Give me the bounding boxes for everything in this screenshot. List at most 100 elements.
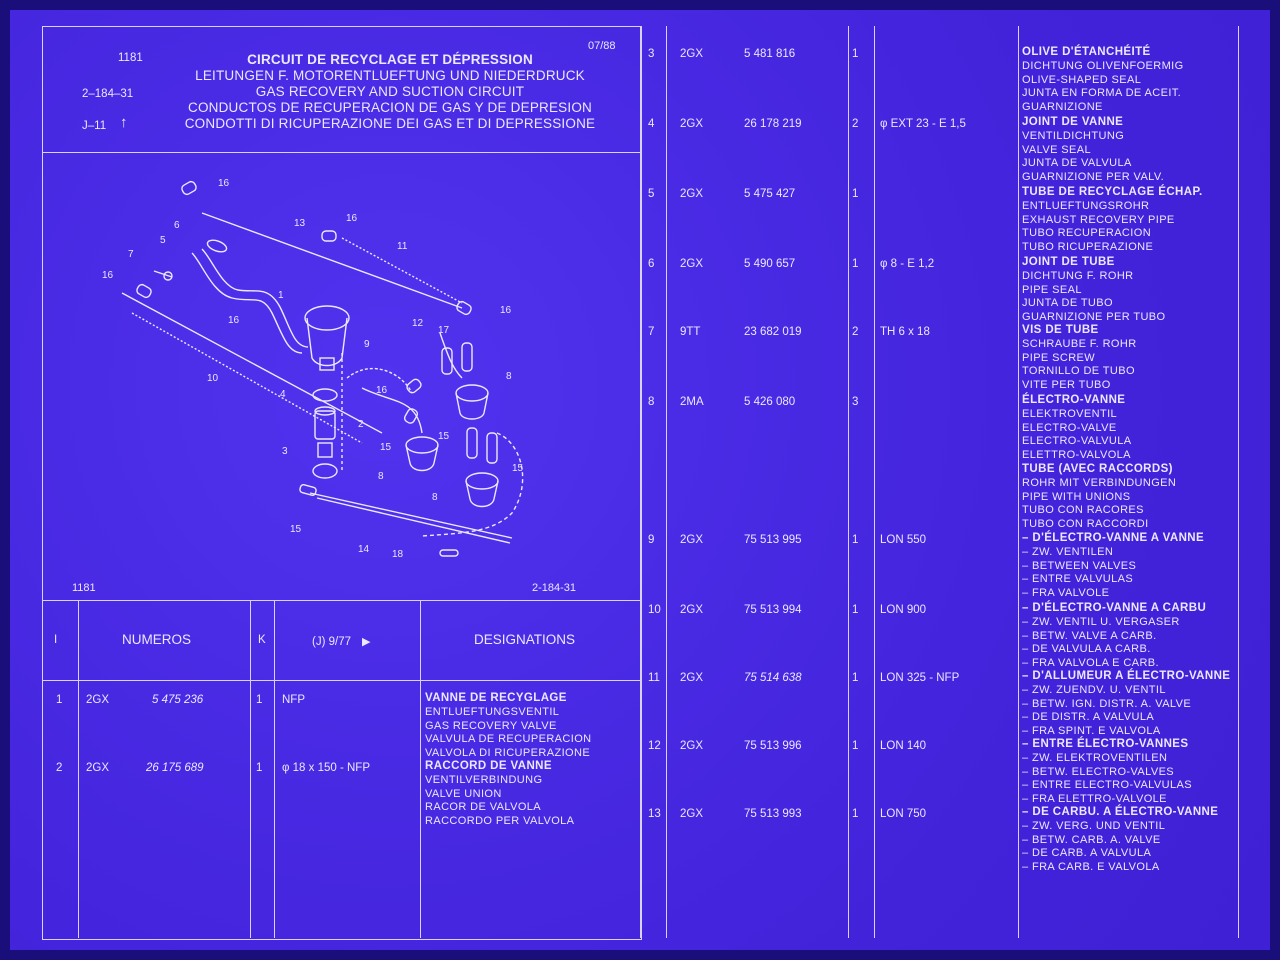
row-number: 75 513 993 bbox=[744, 808, 802, 820]
row-spec: NFP bbox=[282, 694, 305, 706]
parts-sheet: 1181 2–184–31 J–11 ↑ 07/88 CIRCUIT DE RE… bbox=[10, 10, 1270, 950]
row-spec: φ 8 - E 1,2 bbox=[880, 258, 935, 270]
row-index: 13 bbox=[648, 808, 661, 820]
row-k: 1 bbox=[852, 672, 859, 684]
row-k: 1 bbox=[256, 694, 263, 706]
figure-code: 1181 bbox=[72, 582, 96, 594]
svg-text:16: 16 bbox=[228, 315, 240, 326]
title-es: CONDUCTOS DE RECUPERACION DE GAS Y DE DE… bbox=[188, 100, 592, 115]
row-designation: RACCORD DE VANNE VENTILVERBINDUNG VALVE … bbox=[425, 760, 575, 828]
header-col-numeros: NUMEROS bbox=[122, 632, 192, 647]
svg-text:16: 16 bbox=[500, 305, 512, 316]
row-k: 1 bbox=[852, 188, 859, 200]
row-index: 11 bbox=[648, 672, 660, 684]
arrow-up-icon: ↑ bbox=[120, 114, 128, 131]
row-spec: LON 750 bbox=[880, 808, 927, 820]
title-fr: CIRCUIT DE RECYCLAGE ET DÉPRESSION bbox=[247, 52, 533, 67]
row-number: 75 514 638 bbox=[744, 672, 802, 684]
sheet-date: 07/88 bbox=[588, 40, 616, 52]
row-designation: TUBE DE RECYCLAGE ÉCHAP.ENTLUEFTUNGSROHR… bbox=[1022, 186, 1203, 254]
svg-text:10: 10 bbox=[207, 373, 219, 384]
row-number: 5 475 236 bbox=[152, 694, 204, 706]
row-group: 2GX bbox=[680, 188, 704, 200]
row-designation: – D'ÉLECTRO-VANNE A VANNE– ZW. VENTILEN–… bbox=[1022, 532, 1205, 600]
svg-text:16: 16 bbox=[346, 213, 358, 224]
row-spec: TH 6 x 18 bbox=[880, 326, 930, 338]
title-en: GAS RECOVERY AND SUCTION CIRCUIT bbox=[255, 84, 525, 99]
row-number: 75 513 994 bbox=[744, 604, 802, 616]
svg-text:4: 4 bbox=[280, 389, 286, 400]
row-group: 2GX bbox=[680, 604, 704, 616]
svg-text:15: 15 bbox=[380, 442, 392, 453]
svg-text:2: 2 bbox=[358, 419, 364, 430]
header-col-i: I bbox=[54, 634, 58, 646]
row-group: 2GX bbox=[86, 694, 110, 706]
row-index: 8 bbox=[648, 396, 655, 408]
row-index: 7 bbox=[648, 326, 655, 338]
row-index: 6 bbox=[648, 258, 655, 270]
svg-text:7: 7 bbox=[128, 249, 134, 260]
row-k: 1 bbox=[852, 808, 859, 820]
row-index: 10 bbox=[648, 604, 661, 616]
play-triangle-icon: ▶ bbox=[362, 636, 371, 648]
row-spec: φ EXT 23 - E 1,5 bbox=[880, 118, 966, 130]
right-col-line bbox=[666, 26, 667, 938]
row-spec: LON 900 bbox=[880, 604, 927, 616]
header-divider bbox=[42, 152, 640, 153]
row-index: 9 bbox=[648, 534, 655, 546]
row-group: 9TT bbox=[680, 326, 701, 338]
row-k: 1 bbox=[852, 258, 859, 270]
row-spec: LON 325 - NFP bbox=[880, 672, 960, 684]
grid-ref: J–11 bbox=[82, 120, 107, 132]
row-designation: – DE CARBU. A ÉLECTRO-VANNE– ZW. VERG. U… bbox=[1022, 806, 1219, 874]
svg-text:6: 6 bbox=[174, 220, 180, 231]
left-col-line bbox=[420, 601, 421, 938]
svg-text:16: 16 bbox=[218, 178, 230, 189]
row-group: 2GX bbox=[680, 258, 704, 270]
row-k: 3 bbox=[852, 396, 859, 408]
right-col-line bbox=[848, 26, 849, 938]
header-col-k: K bbox=[258, 634, 266, 646]
row-k: 1 bbox=[852, 534, 859, 546]
row-spec: φ 18 x 150 - NFP bbox=[282, 762, 370, 774]
row-number: 75 513 996 bbox=[744, 740, 802, 752]
row-number: 5 475 427 bbox=[744, 188, 796, 200]
figure-divider bbox=[42, 600, 640, 601]
exploded-parts-diagram: 16 13 16 11 6 5 7 16 1 16 16 12 17 9 8 1… bbox=[102, 178, 524, 560]
figure-ref: 2-184-31 bbox=[532, 582, 577, 594]
row-k: 2 bbox=[852, 326, 859, 338]
row-designation: – D'ALLUMEUR A ÉLECTRO-VANNE– ZW. ZUENDV… bbox=[1022, 670, 1231, 738]
row-index: 4 bbox=[648, 118, 655, 130]
right-col-line bbox=[874, 26, 875, 938]
svg-text:8: 8 bbox=[378, 471, 384, 482]
row-group: 2GX bbox=[680, 740, 704, 752]
row-group: 2GX bbox=[680, 48, 704, 60]
sheet-ref: 2–184–31 bbox=[82, 88, 134, 100]
row-index: 3 bbox=[648, 48, 655, 60]
row-designation: VANNE DE RECYGLAGE ENTLUEFTUNGSVENTIL GA… bbox=[425, 692, 592, 760]
row-group: 2GX bbox=[86, 762, 110, 774]
row-k: 1 bbox=[852, 604, 859, 616]
row-designation: – ENTRE ÉLECTRO-VANNES– ZW. ELEKTROVENTI… bbox=[1022, 738, 1192, 806]
row-number: 23 682 019 bbox=[744, 326, 802, 338]
svg-text:18: 18 bbox=[392, 549, 404, 560]
svg-text:12: 12 bbox=[412, 318, 424, 329]
row-index: 1 bbox=[56, 694, 63, 706]
row-designation: – D'ÉLECTRO-VANNE A CARBU– ZW. VENTIL U.… bbox=[1022, 602, 1207, 670]
title-de: LEITUNGEN F. MOTORENTLUEFTUNG UND NIEDER… bbox=[195, 68, 585, 83]
table-header-divider bbox=[42, 680, 640, 681]
svg-text:16: 16 bbox=[102, 270, 114, 281]
sheet-code: 1181 bbox=[118, 52, 143, 64]
diagram-callouts: 16 13 16 11 6 5 7 16 1 16 16 12 17 9 8 1… bbox=[102, 178, 524, 560]
svg-text:5: 5 bbox=[160, 235, 166, 246]
left-col-line bbox=[250, 601, 251, 938]
row-index: 2 bbox=[56, 762, 63, 774]
row-k: 1 bbox=[852, 48, 859, 60]
row-k: 1 bbox=[256, 762, 263, 774]
row-group: 2GX bbox=[680, 534, 704, 546]
row-group: 2GX bbox=[680, 672, 704, 684]
